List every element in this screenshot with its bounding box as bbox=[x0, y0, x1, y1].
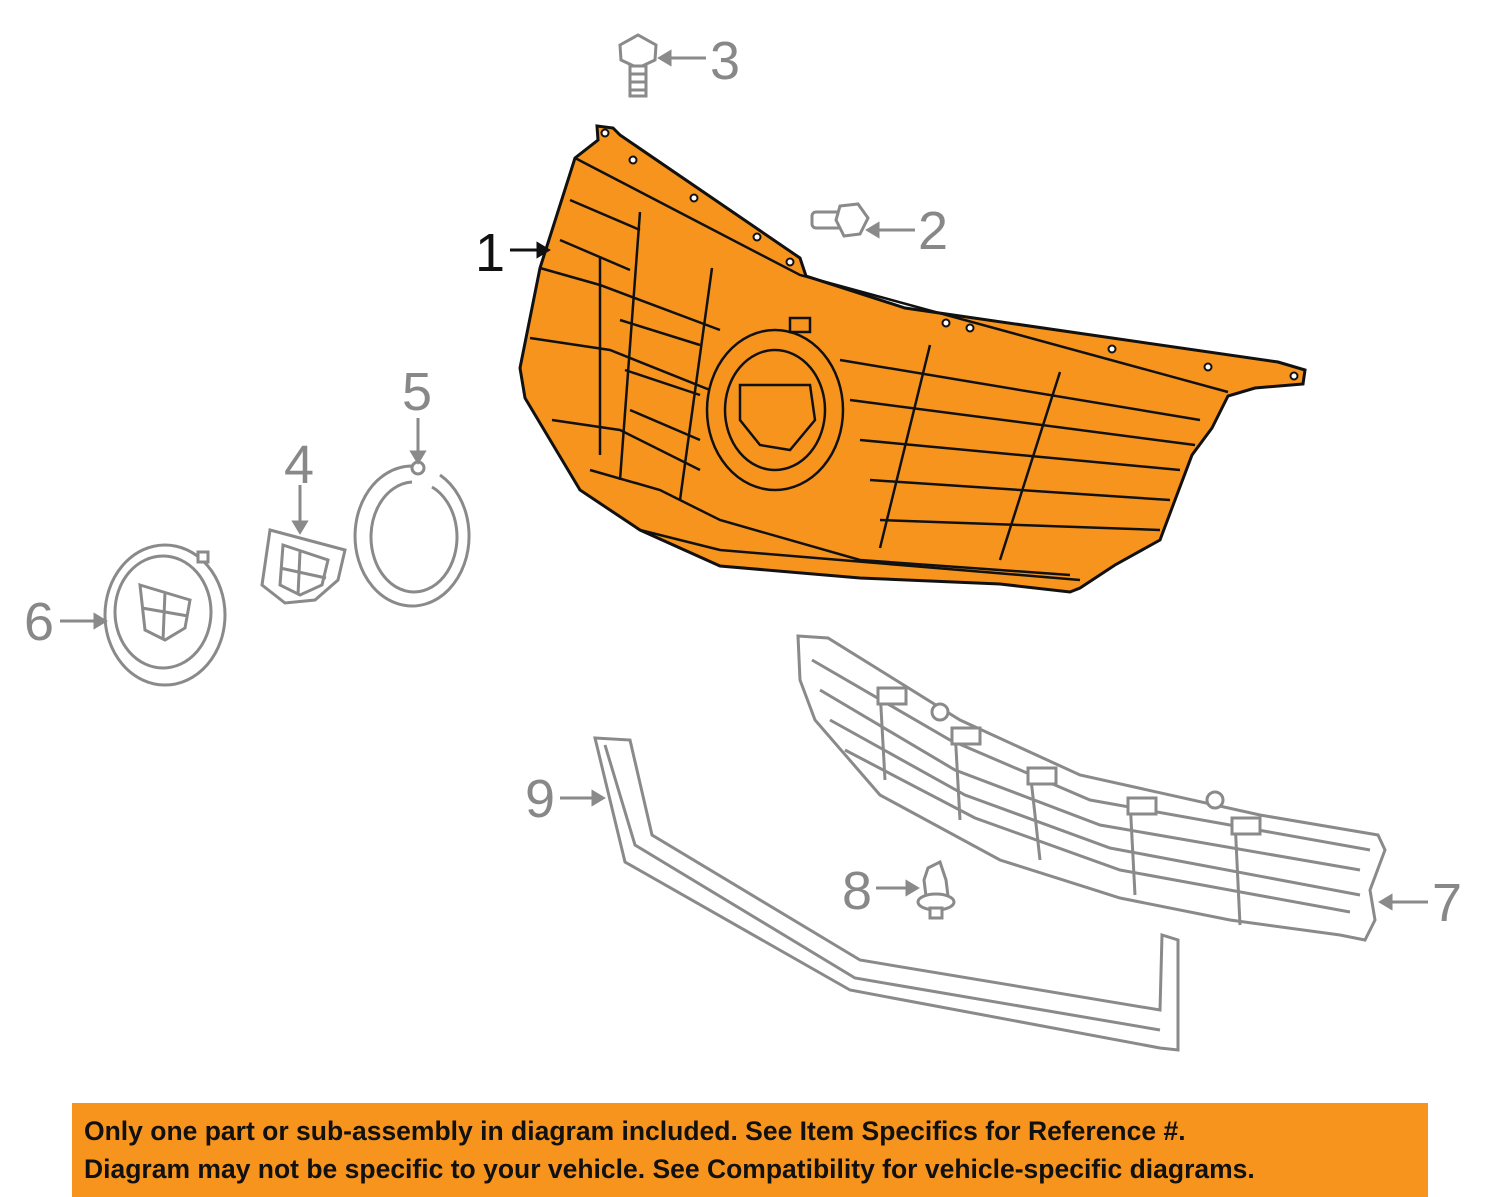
part-7-lower-grille[interactable] bbox=[796, 634, 1387, 942]
part-3-bolt[interactable] bbox=[618, 33, 658, 98]
callout-2: 2 bbox=[918, 201, 949, 261]
notice-line-1: Only one part or sub-assembly in diagram… bbox=[84, 1116, 1186, 1146]
callout-8: 8 bbox=[842, 861, 873, 921]
callout-7: 7 bbox=[1432, 873, 1463, 933]
notice-banner: Only one part or sub-assembly in diagram… bbox=[72, 1103, 1428, 1197]
part-8-clip[interactable] bbox=[916, 859, 956, 920]
part-9-molding[interactable] bbox=[593, 736, 1180, 1052]
callout-9: 9 bbox=[525, 769, 556, 829]
callout-6: 6 bbox=[24, 592, 55, 652]
part-1-upper-grille[interactable] bbox=[518, 124, 1307, 594]
upper-grille-body bbox=[518, 124, 1307, 594]
callout-3: 3 bbox=[710, 31, 741, 91]
callout-arrows bbox=[60, 49, 1428, 911]
notice-line-2: Diagram may not be specific to your vehi… bbox=[84, 1154, 1255, 1184]
part-6-emblem-assembly[interactable] bbox=[103, 543, 227, 687]
part-4-emblem[interactable] bbox=[260, 528, 347, 605]
part-5-ring[interactable] bbox=[353, 460, 471, 608]
callout-5: 5 bbox=[402, 362, 433, 422]
callout-4: 4 bbox=[284, 435, 315, 495]
part-2-bolt[interactable] bbox=[810, 202, 870, 238]
callout-1: 1 bbox=[475, 223, 506, 283]
